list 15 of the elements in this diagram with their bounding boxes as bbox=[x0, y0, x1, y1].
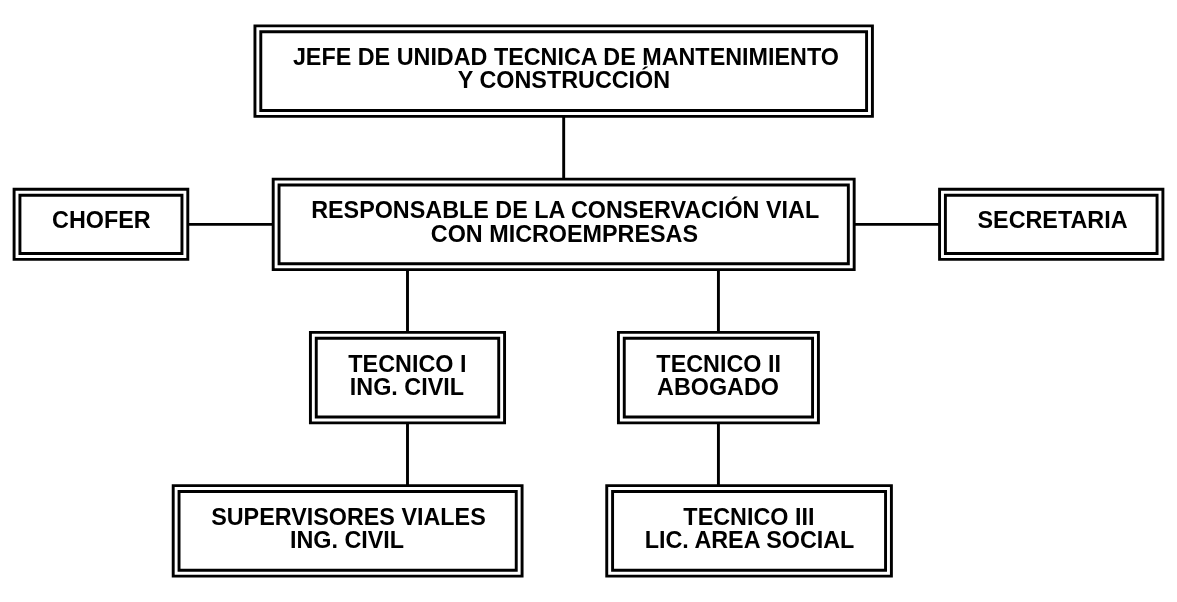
node-box: SUPERVISORES VIALES ING. CIVIL bbox=[171, 484, 524, 578]
connector bbox=[406, 269, 409, 332]
node-box: CHOFER bbox=[12, 187, 190, 261]
connector bbox=[188, 222, 273, 226]
connector bbox=[562, 116, 566, 179]
connector bbox=[716, 423, 720, 486]
node-box: TECNICO I ING. CIVIL bbox=[308, 330, 506, 425]
node-box: RESPONSABLE DE LA CONSERVACIÓN VIAL CON MICROEMPRESAS bbox=[271, 177, 856, 272]
node-box: TECNICO III LIC. AREA SOCIAL bbox=[605, 484, 893, 578]
connector bbox=[854, 222, 940, 226]
connector bbox=[406, 423, 409, 486]
connector bbox=[716, 269, 720, 332]
node-box: JEFE DE UNIDAD TECNICA DE MANTENIMIENTO Y CONSTRUCCIÓN bbox=[253, 24, 874, 118]
node-box: TECNICO II ABOGADO bbox=[616, 330, 820, 425]
node-box: SECRETARIA bbox=[938, 187, 1165, 261]
